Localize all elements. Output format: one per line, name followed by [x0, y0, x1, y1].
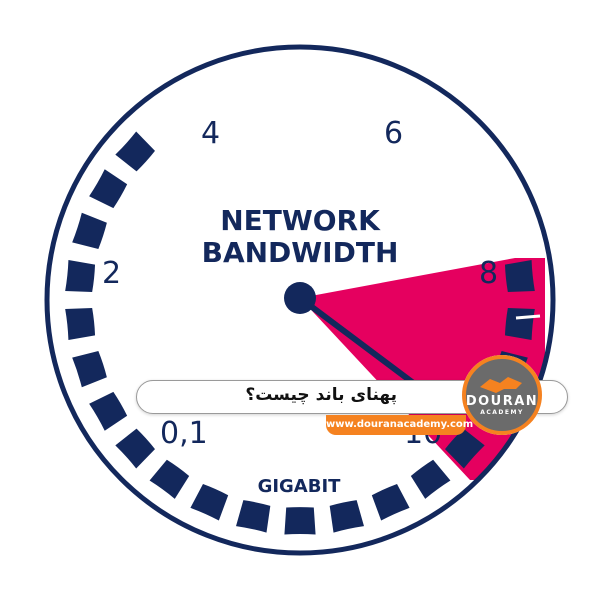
dial-segment	[72, 212, 107, 249]
dial-segment	[89, 169, 128, 209]
dial-segment	[445, 428, 485, 469]
dial-segment	[65, 260, 96, 293]
gauge-title-line1: NETWORK	[220, 204, 381, 237]
tick-label-0-1: 0,1	[160, 416, 208, 451]
tick-label-4: 4	[201, 116, 220, 151]
logo-emblem-icon	[480, 377, 522, 393]
logo-wordmark: DOURAN	[466, 394, 538, 409]
dial-segment	[410, 459, 451, 499]
logo-ring	[462, 355, 542, 435]
dial-segment	[89, 391, 128, 431]
dial-segment	[115, 428, 155, 469]
dial-segment	[115, 131, 155, 172]
dial-segment	[65, 307, 96, 340]
dial-segment	[371, 483, 410, 521]
dial-segment	[190, 483, 229, 521]
gauge-unit-label: GIGABIT	[258, 476, 342, 497]
dial-segment	[284, 507, 316, 535]
tick-label-2: 2	[102, 256, 121, 291]
dial-segment	[504, 307, 535, 340]
dial-segment	[504, 260, 535, 293]
needle-hub	[284, 282, 316, 314]
dial-segment	[149, 459, 190, 499]
dial-tick-mark	[515, 314, 541, 320]
banner-title: پهنای باند چیست؟	[245, 385, 397, 405]
gauge-title-line2: BANDWIDTH	[202, 236, 399, 269]
dial-outer-ring	[44, 44, 556, 556]
dial-segment	[72, 351, 107, 388]
douran-academy-logo: DOURAN ACADEMY	[462, 355, 542, 435]
gauge-needle	[297, 295, 423, 391]
dial-segment	[236, 500, 271, 533]
tick-label-6: 6	[384, 116, 403, 151]
dial-segment	[329, 500, 364, 533]
logo-subtitle: ACADEMY	[480, 409, 524, 416]
tick-label-8: 8	[479, 256, 498, 291]
website-url: www.douranacademy.com	[326, 415, 473, 435]
